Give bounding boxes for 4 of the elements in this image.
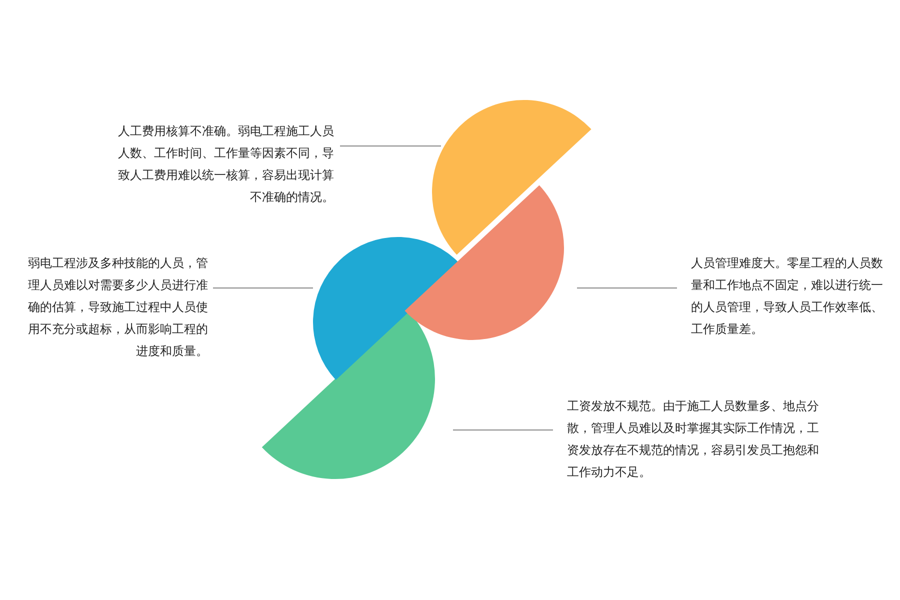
callout-text: 弱电工程涉及多种技能的人员，管理人员难以对需要多少人员进行准确的估算，导致施工过程中人员使用不充分或超标，从而影响工程的进度和质量。 <box>27 255 208 360</box>
callout-text: 人工费用核算不准确。弱电工程施工人员人数、工作时间、工作量等因素不同，导致人工费用难以统一核算，容易出现计算不准确的情况。 <box>117 123 334 206</box>
callout-text: 工资发放不规范。由于施工人员数量多、地点分散，管理人员难以及时掌握其实际工作情况，工资发放存在不规范的情况，容易引发员工抱怨和工作动力不足。 <box>567 398 820 481</box>
callout-text: 人员管理难度大。零星工程的人员数量和工作地点不固定，难以进行统一的人员管理，导致人员工作效率低、工作质量差。 <box>691 255 884 338</box>
